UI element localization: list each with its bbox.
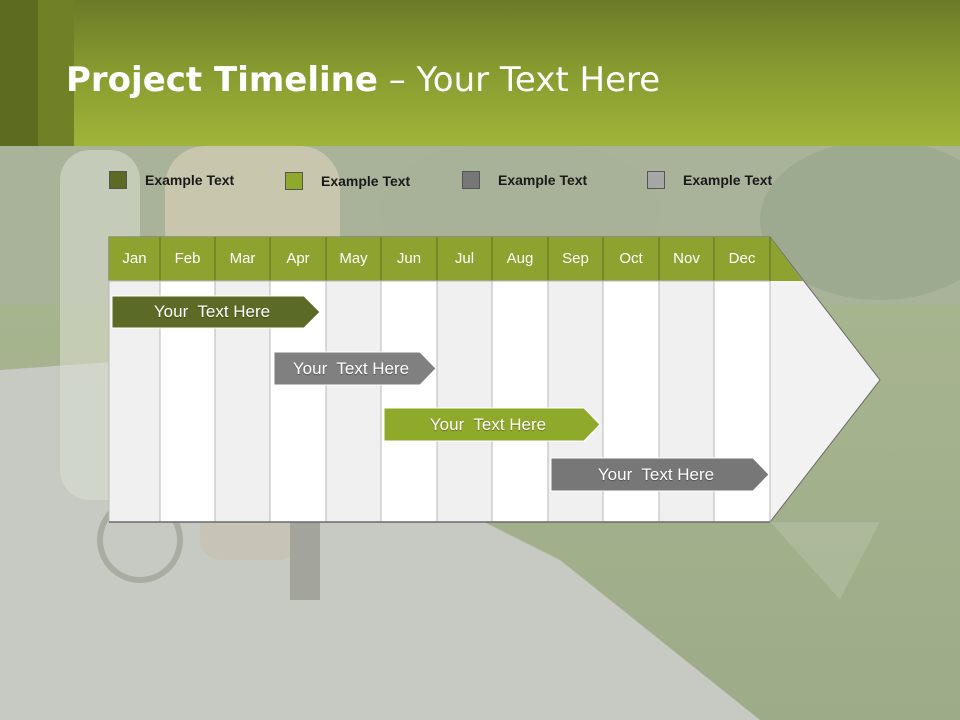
month-column — [380, 280, 438, 523]
month-label-mar: Mar — [229, 250, 256, 267]
month-column — [491, 280, 549, 523]
legend-swatch-1 — [109, 171, 127, 189]
month-column — [436, 280, 493, 523]
legend-item-3: Example Text — [462, 171, 587, 189]
task-label-2: Your Text Here — [292, 359, 410, 378]
legend-swatch-4 — [647, 171, 665, 189]
legend-item-1: Example Text — [109, 171, 234, 189]
task-label-4: Your Text Here — [597, 465, 715, 484]
legend-label-3: Example Text — [498, 172, 588, 188]
month-label-may: May — [339, 250, 368, 267]
task-bar-4 — [550, 457, 770, 492]
month-label-jul: Jul — [454, 250, 475, 267]
arrow-reflection — [768, 521, 881, 601]
slide-title: Project Timeline – Your Text Here — [66, 60, 660, 100]
month-label-oct: Oct — [619, 250, 643, 267]
month-label-jan: Jan — [122, 250, 147, 267]
month-label-sep: Sep — [562, 250, 589, 267]
legend-label-2: Example Text — [321, 173, 411, 189]
header-accent-mid — [38, 0, 74, 146]
task-bar-1 — [111, 295, 321, 329]
month-label-apr: Apr — [286, 250, 310, 267]
legend-swatch-3 — [462, 171, 480, 189]
legend-label-4: Example Text — [683, 172, 773, 188]
legend-item-2: Example Text — [285, 172, 410, 190]
month-label-jun: Jun — [396, 250, 422, 267]
month-label-feb: Feb — [174, 250, 201, 267]
task-bar-3 — [383, 407, 601, 442]
task-bar-2 — [273, 351, 437, 386]
month-header-strip — [109, 237, 803, 281]
month-label-nov: Nov — [673, 250, 700, 267]
month-label-aug: Aug — [506, 250, 534, 267]
legend-swatch-2 — [285, 172, 303, 190]
header-accent-dark — [0, 0, 38, 146]
title-bold: Project Timeline — [66, 60, 378, 100]
title-rest: – Your Text Here — [377, 60, 661, 100]
month-column — [325, 280, 382, 523]
legend-label-1: Example Text — [145, 172, 235, 188]
month-label-dec: Dec — [728, 250, 756, 267]
header-band — [0, 0, 960, 146]
task-label-1: Your Text Here — [153, 302, 271, 321]
legend-item-4: Example Text — [647, 171, 772, 189]
task-label-3: Your Text Here — [429, 415, 547, 434]
task-bars — [111, 295, 770, 492]
